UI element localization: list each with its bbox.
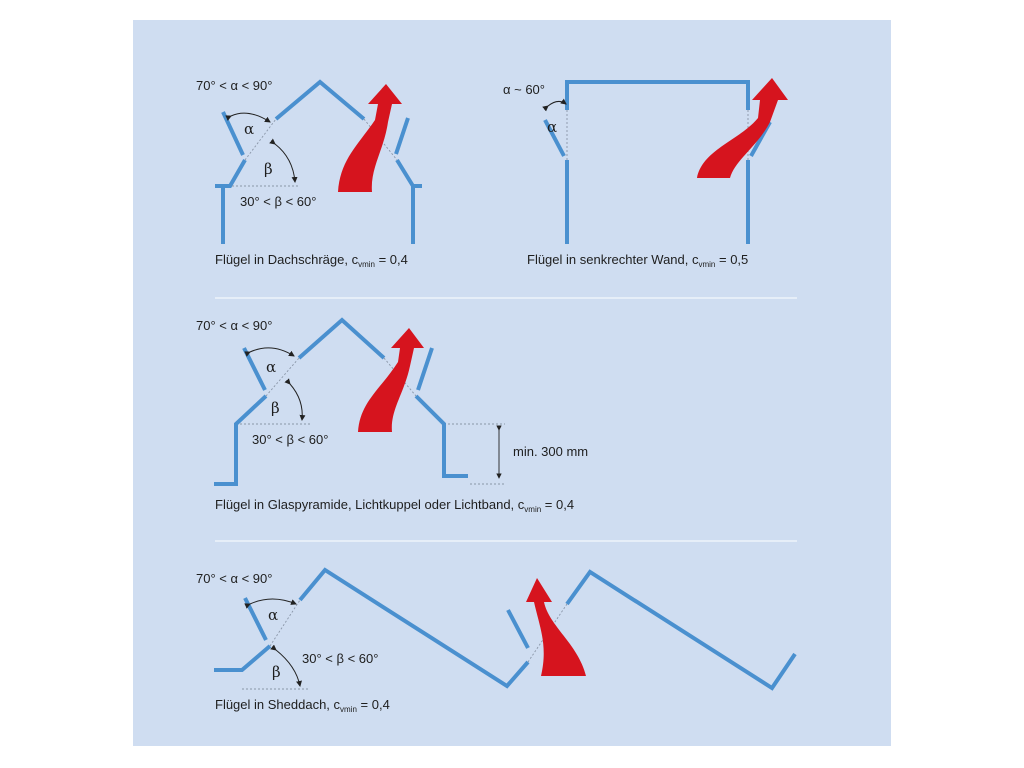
airflow-arrow: [358, 328, 424, 432]
shed-1: [298, 567, 530, 689]
caption: Flügel in Dachschräge, cvmin = 0,4: [215, 252, 408, 269]
left-lower-roof: [223, 159, 247, 188]
beta-range: 30° < β < 60°: [240, 194, 316, 209]
alpha-range: 70° < α < 90°: [196, 571, 272, 586]
beta-range: 30° < β < 60°: [302, 651, 378, 666]
diagram-senkrechte-wand: α ~ 60° α Flügel in senkrechter Wand, cv…: [503, 78, 788, 269]
caption: Flügel in Glaspyramide, Lichtkuppel oder…: [215, 497, 574, 514]
alpha-symbol: α: [266, 358, 276, 376]
upper-roof: [274, 79, 366, 121]
beta-arc: [269, 138, 298, 183]
alpha-symbol: α: [547, 118, 557, 136]
beta-symbol: β: [271, 399, 280, 417]
left-base: [214, 644, 272, 672]
alpha-guide: [244, 118, 277, 161]
airflow-arrow: [697, 78, 788, 178]
dimension-label: min. 300 mm: [513, 444, 588, 459]
alpha-symbol: α: [244, 120, 254, 138]
diagram-glaspyramide: min. 300 mm 70° < α < 90° α β 30° < β < …: [196, 317, 588, 514]
shed-2: [565, 569, 797, 691]
left-sash: [543, 119, 566, 157]
right-wall: [414, 394, 468, 478]
right-sash: [394, 117, 410, 155]
right-sash: [416, 347, 434, 391]
left-sash: [243, 597, 268, 641]
airflow-arrow: [526, 578, 586, 676]
alpha-symbol: α: [268, 606, 278, 624]
alpha-range: α ~ 60°: [503, 82, 545, 97]
caption: Flügel in senkrechter Wand, cvmin = 0,5: [527, 252, 748, 269]
airflow-arrow: [338, 84, 402, 192]
roof: [565, 80, 750, 110]
alpha-arc: [225, 112, 271, 123]
left-sash: [221, 111, 245, 156]
alpha-arc: [244, 347, 295, 357]
alpha-arc: [542, 98, 567, 112]
upper-roof: [297, 317, 386, 360]
left-wall: [215, 184, 225, 244]
beta-symbol: β: [264, 160, 273, 178]
diagram-sheddach: 70° < α < 90° α β 30° < β < 60° Flügel i…: [196, 567, 797, 714]
left-wall: [214, 394, 268, 486]
caption: Flügel in Sheddach, cvmin = 0,4: [215, 697, 390, 714]
beta-arc: [270, 644, 302, 687]
beta-symbol: β: [272, 663, 281, 681]
diagram-dachschraege: 70° < α < 90° α β 30° < β < 60° Flügel i…: [196, 78, 422, 269]
beta-arc: [284, 378, 306, 421]
right-guide: [363, 118, 398, 161]
middle-sash: [506, 609, 530, 649]
left-sash: [242, 347, 267, 391]
beta-range: 30° < β < 60°: [252, 432, 328, 447]
alpha-arc: [244, 598, 297, 609]
alpha-range: 70° < α < 90°: [196, 78, 272, 93]
alpha-range: 70° < α < 90°: [196, 318, 272, 333]
right-lower-roof: [395, 158, 422, 188]
alpha-guide: [265, 357, 300, 397]
